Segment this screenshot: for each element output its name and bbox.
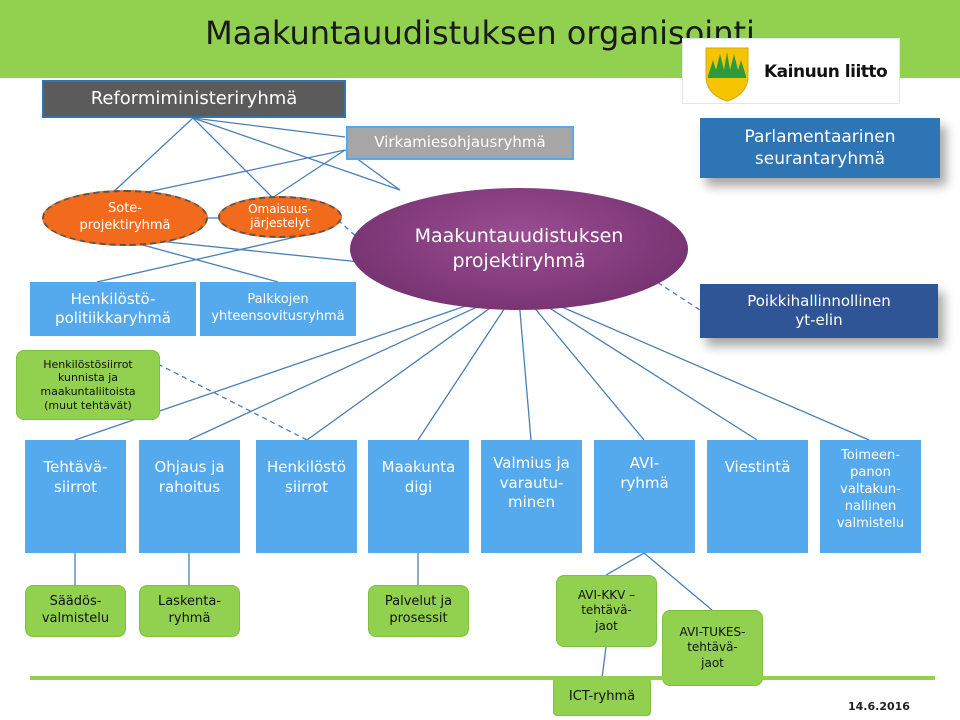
workgroup-box: AVI- ryhmä <box>594 440 695 553</box>
workgroup-box: Viestintä <box>707 440 808 553</box>
maakuntauudistuksen-projektiryhma-ellipse: Maakuntauudistuksen projektiryhmä <box>350 188 688 310</box>
sote-projektiryhma-ellipse: Sote- projektiryhmä <box>42 190 208 246</box>
slide-date: 14.6.2016 <box>848 700 910 713</box>
workgroup-box: Valmius ja varautu- minen <box>481 440 582 553</box>
workgroup-box: Toimeen- panon valtakun- nallinen valmis… <box>820 440 921 553</box>
avi-kkv-box: AVI-KKV – tehtävä- jaot <box>556 575 657 647</box>
kainuu-crest-icon <box>705 47 749 102</box>
laskentaryhma-box: Laskenta- ryhmä <box>139 585 240 637</box>
omaisuusjarjestelyt-ellipse: Omaisuus- järjestelyt <box>218 196 342 238</box>
workgroup-box: Henkilöstö siirrot <box>256 440 357 553</box>
parlamentaarinen-seurantaryhma-box: Parlamentaarinen seurantaryhmä <box>700 118 940 178</box>
palvelut-ja-prosessit-box: Palvelut ja prosessit <box>368 585 469 637</box>
henkilostosiirrot-box: Henkilöstösiirrot kunnista ja maakuntali… <box>16 350 160 420</box>
workgroup-box: Ohjaus ja rahoitus <box>139 440 240 553</box>
palkkojen-yhteensovitusryhma-box: Palkkojen yhteensovitusryhmä <box>200 282 356 336</box>
workgroup-box: Tehtävä- siirrot <box>25 440 126 553</box>
page-title: Maakuntauudistuksen organisointi <box>205 14 755 52</box>
ict-ryhma-box: ICT-ryhmä <box>553 678 651 716</box>
avi-tukes-box: AVI-TUKES- tehtävä- jaot <box>662 610 763 686</box>
saadosvalmistelu-box: Säädös- valmistelu <box>25 585 126 637</box>
virkamiesohjausryhma-box: Virkamiesohjausryhmä <box>346 126 574 160</box>
logo-text: Kainuun liitto <box>764 62 888 82</box>
workgroup-box: Maakunta digi <box>368 440 469 553</box>
henkilostopolitiikkaryhma-box: Henkilöstö- politiikkaryhmä <box>30 282 196 336</box>
poikkihallinnollinen-yt-elin-box: Poikkihallinnollinen yt-elin <box>700 284 938 338</box>
bottom-divider <box>30 676 935 680</box>
reformiministeriryhma-box: Reformiministeriryhmä <box>42 80 346 118</box>
